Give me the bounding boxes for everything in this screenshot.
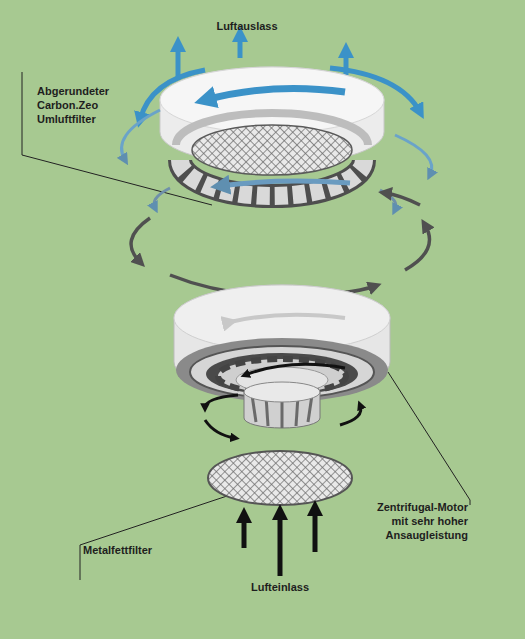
centrifugal-motor [174, 285, 390, 428]
recirculation-arrows [131, 193, 429, 296]
inlet-arrows [244, 508, 315, 576]
leader-line [388, 372, 470, 505]
part-label: Metalfettfilter [83, 543, 193, 557]
grease-filter [208, 451, 352, 505]
part-label: Luftauslass [212, 19, 282, 33]
leader-line [80, 490, 245, 580]
part-label: Abgerundeter Carbon.Zeo Umluftfilter [37, 84, 117, 126]
carbon-filter-unit [160, 67, 384, 196]
part-label: Lufteinlass [240, 580, 320, 594]
flow-arrows [122, 68, 432, 210]
rotation-arrows [205, 364, 361, 438]
part-label: Zentrifugal-Motor mit sehr hoher Ansaugl… [360, 500, 468, 542]
